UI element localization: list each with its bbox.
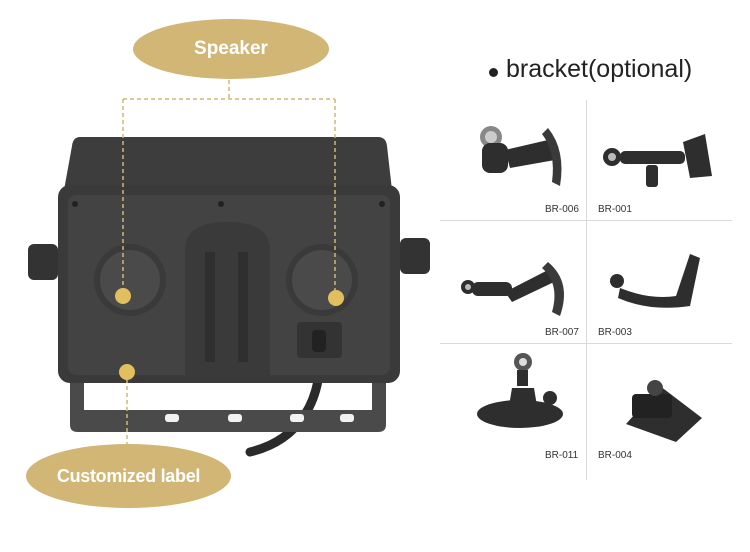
bracket-br-007-image (461, 262, 564, 316)
monitor-hood (64, 137, 392, 190)
bracket-br-003-image (610, 254, 700, 308)
left-speaker-marker (115, 288, 131, 304)
right-knob (400, 238, 430, 274)
bullet-icon (489, 68, 498, 77)
bracket-code-br-004: BR-004 (598, 450, 632, 461)
bracket-code-br-011: BR-011 (545, 450, 579, 461)
monitor-stand (70, 290, 386, 432)
bracket-code-br-006: BR-006 (545, 204, 579, 215)
bracket-br-006-image (480, 126, 562, 186)
bracket-title: bracket(optional) (506, 55, 693, 83)
customized-label-text: Customized label (56, 465, 201, 486)
speaker-callout: Speaker (133, 19, 329, 79)
right-speaker-marker (328, 290, 344, 306)
bracket-br-004-image (626, 380, 702, 442)
customized-label-callout: Customized label (26, 444, 231, 508)
speaker-callout-lines (122, 80, 336, 292)
grid-divider-row2 (440, 343, 732, 344)
bracket-br-011-image (477, 353, 563, 428)
speaker-callout-text: Speaker (194, 38, 268, 59)
bracket-code-br-003: BR-003 (598, 327, 632, 338)
label-marker (119, 364, 135, 380)
grid-divider-vertical (586, 100, 587, 480)
left-knob (28, 244, 58, 280)
bracket-br-001-image (603, 134, 712, 187)
bracket-header: bracket(optional) (489, 55, 692, 84)
grid-divider-row1 (440, 220, 732, 221)
bracket-code-br-001: BR-001 (598, 204, 632, 215)
bracket-code-br-007: BR-007 (545, 327, 579, 338)
